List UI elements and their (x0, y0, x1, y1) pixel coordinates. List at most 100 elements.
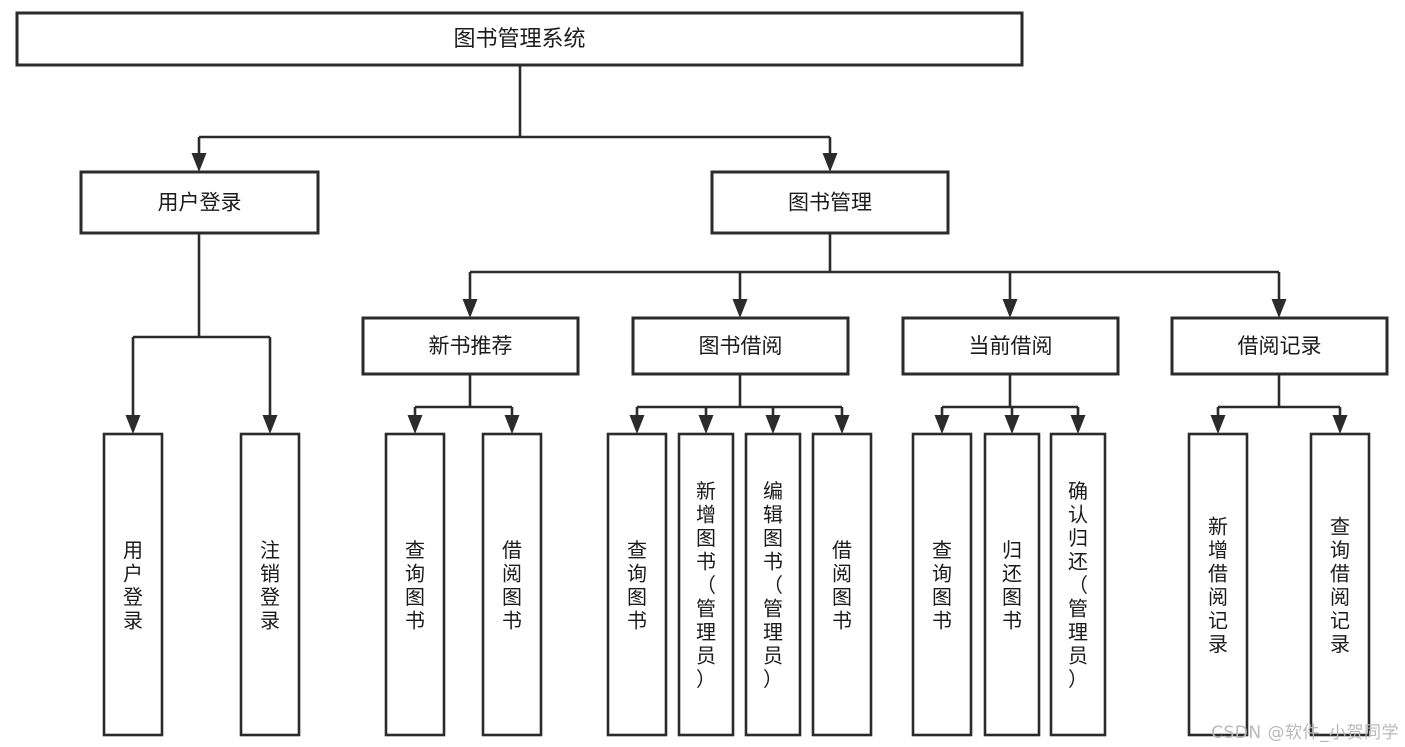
connector-root-to-level2 (191, 65, 838, 172)
node-leaf-user-login[interactable]: 用户登录 (102, 432, 164, 737)
node-label-leaf-add-record-char-3: 阅 (1208, 585, 1228, 609)
arrow-head-borrow-to-leaves-2 (765, 415, 781, 434)
node-label-leaf-add-book-char-2: 图 (696, 526, 716, 550)
node-label-leaf-logout-char-1: 销 (260, 561, 280, 585)
node-label-leaf-query-book-1-char-2: 图 (405, 585, 425, 609)
node-label-leaf-confirm-return-char-3: 还 (1068, 550, 1088, 574)
node-root[interactable]: 图书管理系统 (15, 11, 1024, 67)
node-box-leaf-query-record (1309, 432, 1371, 737)
node-label-root: 图书管理系统 (453, 27, 585, 52)
node-box-current-borrow (901, 316, 1120, 376)
node-box-leaf-query-book-2 (606, 432, 668, 737)
node-label-leaf-add-book-char-3: 书 (696, 550, 716, 574)
node-label-leaf-confirm-return-char-2: 归 (1068, 526, 1088, 550)
node-label-leaf-confirm-return-char-6: 理 (1068, 620, 1088, 644)
node-label-leaf-query-book-3-char-3: 书 (932, 608, 952, 632)
node-box-leaf-user-login (102, 432, 164, 737)
arrow-head-recommend-to-leaves-1 (504, 415, 520, 434)
node-label-leaf-add-record-char-5: 录 (1208, 632, 1228, 656)
node-label-leaf-edit-book-char-3: 书 (763, 550, 783, 574)
node-label-leaf-query-book-2-char-0: 查 (627, 538, 647, 562)
arrow-head-current-to-leaves-1 (1004, 415, 1020, 434)
node-label-leaf-add-record-char-4: 记 (1208, 608, 1228, 632)
node-label-leaf-return-book-char-0: 归 (1002, 538, 1022, 562)
node-user-login[interactable]: 用户登录 (79, 170, 320, 235)
node-label-leaf-confirm-return-char-5: 管 (1068, 597, 1088, 621)
node-label-leaf-edit-book-char-8: ） (763, 667, 783, 691)
node-label-leaf-logout-char-2: 登 (260, 585, 280, 609)
arrow-head-current-to-leaves-2 (1070, 415, 1086, 434)
node-label-leaf-add-record-char-1: 增 (1208, 538, 1228, 562)
node-box-leaf-add-book (677, 432, 735, 737)
arrow-head-borrow-to-leaves-1 (698, 415, 714, 434)
node-label-leaf-borrow-book-2-char-0: 借 (832, 538, 852, 562)
node-label-new-book-recommend: 新书推荐 (429, 334, 513, 358)
node-label-leaf-query-record-char-3: 阅 (1330, 585, 1350, 609)
node-box-leaf-borrow-book-1 (481, 432, 543, 737)
node-box-leaf-edit-book (744, 432, 802, 737)
node-label-leaf-query-book-1-char-0: 查 (405, 538, 425, 562)
node-label-leaf-return-book-char-1: 还 (1002, 561, 1022, 585)
node-label-leaf-borrow-book-2-char-1: 阅 (832, 561, 852, 585)
node-label-leaf-return-book-char-2: 图 (1002, 585, 1022, 609)
node-box-book-manage (710, 170, 950, 235)
node-current-borrow[interactable]: 当前借阅 (901, 316, 1120, 376)
node-label-leaf-edit-book-char-0: 编 (763, 479, 783, 503)
arrow-head-book-manage-to-level3-2 (1002, 299, 1018, 318)
arrow-head-book-manage-to-level3-3 (1271, 299, 1287, 318)
node-borrow-record[interactable]: 借阅记录 (1170, 316, 1389, 376)
connector-layer (125, 65, 1348, 434)
node-label-leaf-query-book-1-char-1: 询 (405, 561, 425, 585)
arrow-head-record-to-leaves-0 (1210, 415, 1226, 434)
node-label-leaf-borrow-book-1-char-2: 图 (502, 585, 522, 609)
node-box-borrow-record (1170, 316, 1389, 376)
node-label-leaf-query-record-char-2: 借 (1330, 561, 1350, 585)
node-label-leaf-edit-book-char-7: 员 (763, 644, 783, 668)
node-label-borrow-record: 借阅记录 (1238, 334, 1322, 358)
node-label-leaf-return-book-char-3: 书 (1002, 608, 1022, 632)
node-label-leaf-logout-char-3: 录 (260, 608, 280, 632)
node-box-leaf-query-book-3 (911, 432, 973, 737)
node-label-leaf-query-book-1-char-3: 书 (405, 608, 425, 632)
node-label-leaf-query-record-char-0: 查 (1330, 514, 1350, 538)
csdn-watermark: CSDN @软件_小贺同学 (1211, 723, 1399, 743)
connector-recommend-to-leaves (407, 374, 520, 434)
node-label-leaf-logout-char-0: 注 (260, 538, 280, 562)
node-book-manage[interactable]: 图书管理 (710, 170, 950, 235)
connector-user-login-to-leaves (125, 233, 278, 434)
node-box-leaf-query-book-1 (384, 432, 446, 737)
node-label-leaf-add-book-char-8: ） (696, 667, 716, 691)
node-label-leaf-add-book-char-5: 管 (696, 597, 716, 621)
connector-borrow-to-leaves (629, 374, 850, 434)
node-label-leaf-confirm-return-char-4: （ (1068, 573, 1088, 597)
node-box-root (15, 11, 1024, 67)
node-box-new-book-recommend (361, 316, 580, 376)
node-box-user-login (79, 170, 320, 235)
arrow-head-borrow-to-leaves-3 (834, 415, 850, 434)
node-label-leaf-user-login-char-1: 户 (123, 561, 143, 585)
node-label-leaf-borrow-book-2-char-2: 图 (832, 585, 852, 609)
connector-book-manage-to-level3 (462, 233, 1287, 318)
arrow-head-root-to-level2-1 (822, 153, 838, 172)
node-box-leaf-confirm-return (1049, 432, 1107, 737)
connector-record-to-leaves (1210, 374, 1348, 434)
node-book-borrow[interactable]: 图书借阅 (631, 316, 850, 376)
node-label-leaf-add-book-char-1: 增 (696, 503, 716, 527)
arrow-head-borrow-to-leaves-0 (629, 415, 645, 434)
node-new-book-recommend[interactable]: 新书推荐 (361, 316, 580, 376)
node-label-leaf-query-book-2-char-2: 图 (627, 585, 647, 609)
